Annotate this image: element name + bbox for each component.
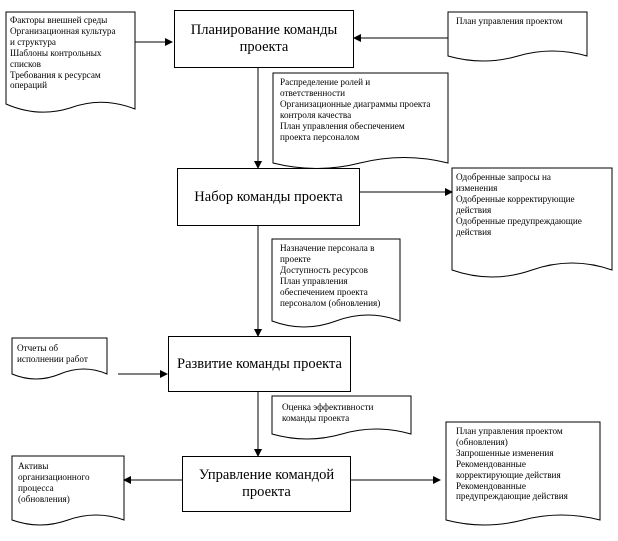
doc-effectiveness: Оценка эффективности команды проекта: [282, 402, 373, 424]
doc-line: исполнении работ: [17, 353, 88, 364]
doc-line: (обновления): [456, 436, 508, 447]
doc-outputs: План управления проектом (обновления) За…: [456, 426, 568, 502]
doc-line: проекта персоналом: [280, 131, 360, 142]
doc-line: Требования к ресурсам: [10, 69, 101, 80]
process-develop-label: Развитие команды проекта: [177, 355, 342, 372]
doc-line: План управления проектом: [456, 16, 563, 26]
doc-line: Оценка эффективности: [282, 402, 374, 412]
process-planning-label: Планирование команды проекта: [190, 22, 338, 55]
doc-line: действия: [456, 226, 492, 237]
doc-line: действия: [456, 204, 492, 215]
doc-line: Одобренные предупреждающие: [456, 215, 582, 226]
doc-line: План управления обеспечением: [280, 120, 405, 131]
doc-roles: Распределение ролей и ответственности Ор…: [280, 77, 430, 142]
doc-shape-project-plan: [447, 11, 588, 62]
doc-line: корректирующие действия: [456, 469, 561, 480]
doc-line: Отчеты об: [17, 343, 59, 353]
doc-shape-env-factors: [5, 11, 136, 113]
doc-shape-roles: [272, 72, 449, 169]
doc-line: Назначение персонала в: [280, 243, 375, 253]
doc-line: организационного: [18, 471, 90, 482]
doc-line: Одобренные запросы на: [456, 172, 551, 182]
doc-line: операций: [10, 80, 48, 91]
doc-line: персоналом (обновления): [280, 297, 381, 308]
doc-approved: Одобренные запросы на изменения Одобренн…: [456, 172, 582, 237]
process-manage: Управление командой проекта: [182, 456, 351, 512]
doc-line: Распределение ролей и: [280, 77, 371, 87]
doc-line: изменения: [456, 182, 498, 193]
doc-line: План управления: [280, 275, 348, 286]
doc-line: Шаблоны контрольных: [10, 47, 102, 58]
doc-work-reports: Отчеты об исполнении работ: [17, 343, 88, 365]
doc-line: Организационная культура: [10, 25, 116, 36]
doc-shape-approved: [451, 167, 613, 278]
process-acquire: Набор команды проекта: [177, 168, 360, 226]
doc-assignment: Назначение персонала в проекте Доступнос…: [280, 243, 380, 308]
process-develop: Развитие команды проекта: [168, 336, 351, 392]
process-manage-label: Управление командой проекта: [198, 467, 335, 500]
process-acquire-label: Набор команды проекта: [194, 188, 343, 205]
doc-line: обеспечением проекта: [280, 286, 368, 297]
doc-line: План управления проектом: [456, 426, 563, 436]
doc-line: Факторы внешней среды: [10, 15, 108, 25]
doc-line: (обновления): [18, 493, 70, 504]
doc-line: предупреждающие действия: [456, 491, 568, 502]
doc-shape-org-assets: [11, 455, 125, 526]
doc-shape-work-reports: [11, 337, 108, 380]
doc-env-factors: Факторы внешней среды Организационная ку…: [10, 15, 116, 91]
doc-line: Одобренные корректирующие: [456, 193, 575, 204]
doc-line: Активы: [18, 461, 49, 471]
doc-line: процесса: [18, 482, 54, 493]
doc-line: Рекомендованные: [456, 458, 526, 469]
doc-line: и структура: [10, 36, 56, 47]
doc-shape-effectiveness: [271, 395, 412, 440]
doc-line: контроля качества: [280, 109, 352, 120]
doc-line: Доступность ресурсов: [280, 264, 368, 275]
doc-line: команды проекта: [282, 412, 350, 423]
process-planning: Планирование команды проекта: [174, 10, 354, 68]
doc-project-plan: План управления проектом: [456, 16, 563, 27]
doc-line: Организационные диаграммы проекта: [280, 98, 431, 109]
doc-line: проекте: [280, 253, 311, 264]
doc-shape-outputs: [445, 421, 601, 526]
doc-line: Запрошенные изменения: [456, 447, 554, 458]
doc-org-assets: Активы организационного процесса (обновл…: [18, 461, 90, 505]
doc-line: ответственности: [280, 87, 346, 98]
doc-line: списков: [10, 58, 41, 69]
doc-line: Рекомендованные: [456, 480, 526, 491]
doc-shape-assignment: [271, 238, 401, 328]
